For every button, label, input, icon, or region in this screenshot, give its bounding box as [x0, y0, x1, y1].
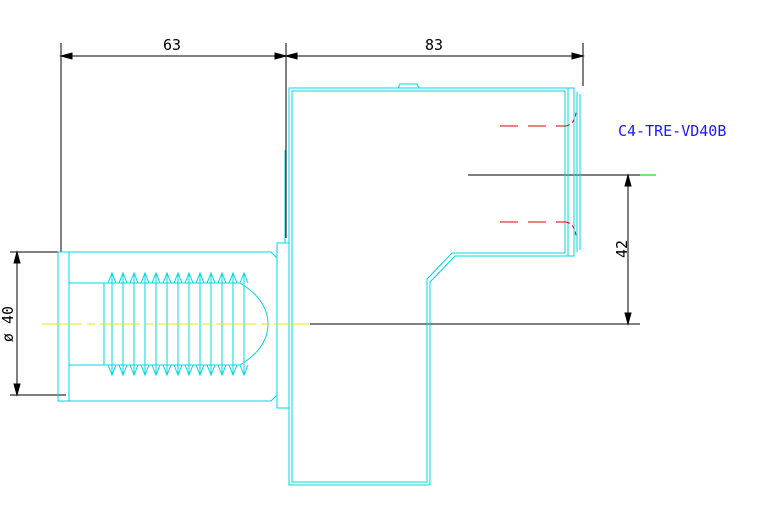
dimension-63-text: 63 [163, 36, 181, 54]
dimension-diameter-40-text: ø 40 [0, 306, 17, 342]
dimension-83-text: 83 [425, 36, 443, 54]
part-outline [57, 83, 581, 486]
dimension-diameter-40 [10, 250, 66, 397]
dimension-83 [284, 43, 585, 86]
dimension-42 [310, 173, 640, 326]
dimension-63 [59, 43, 288, 252]
hidden-lines [500, 111, 577, 237]
part-label: C4-TRE-VD40B [618, 122, 726, 140]
dimension-42-text: 42 [613, 240, 631, 258]
